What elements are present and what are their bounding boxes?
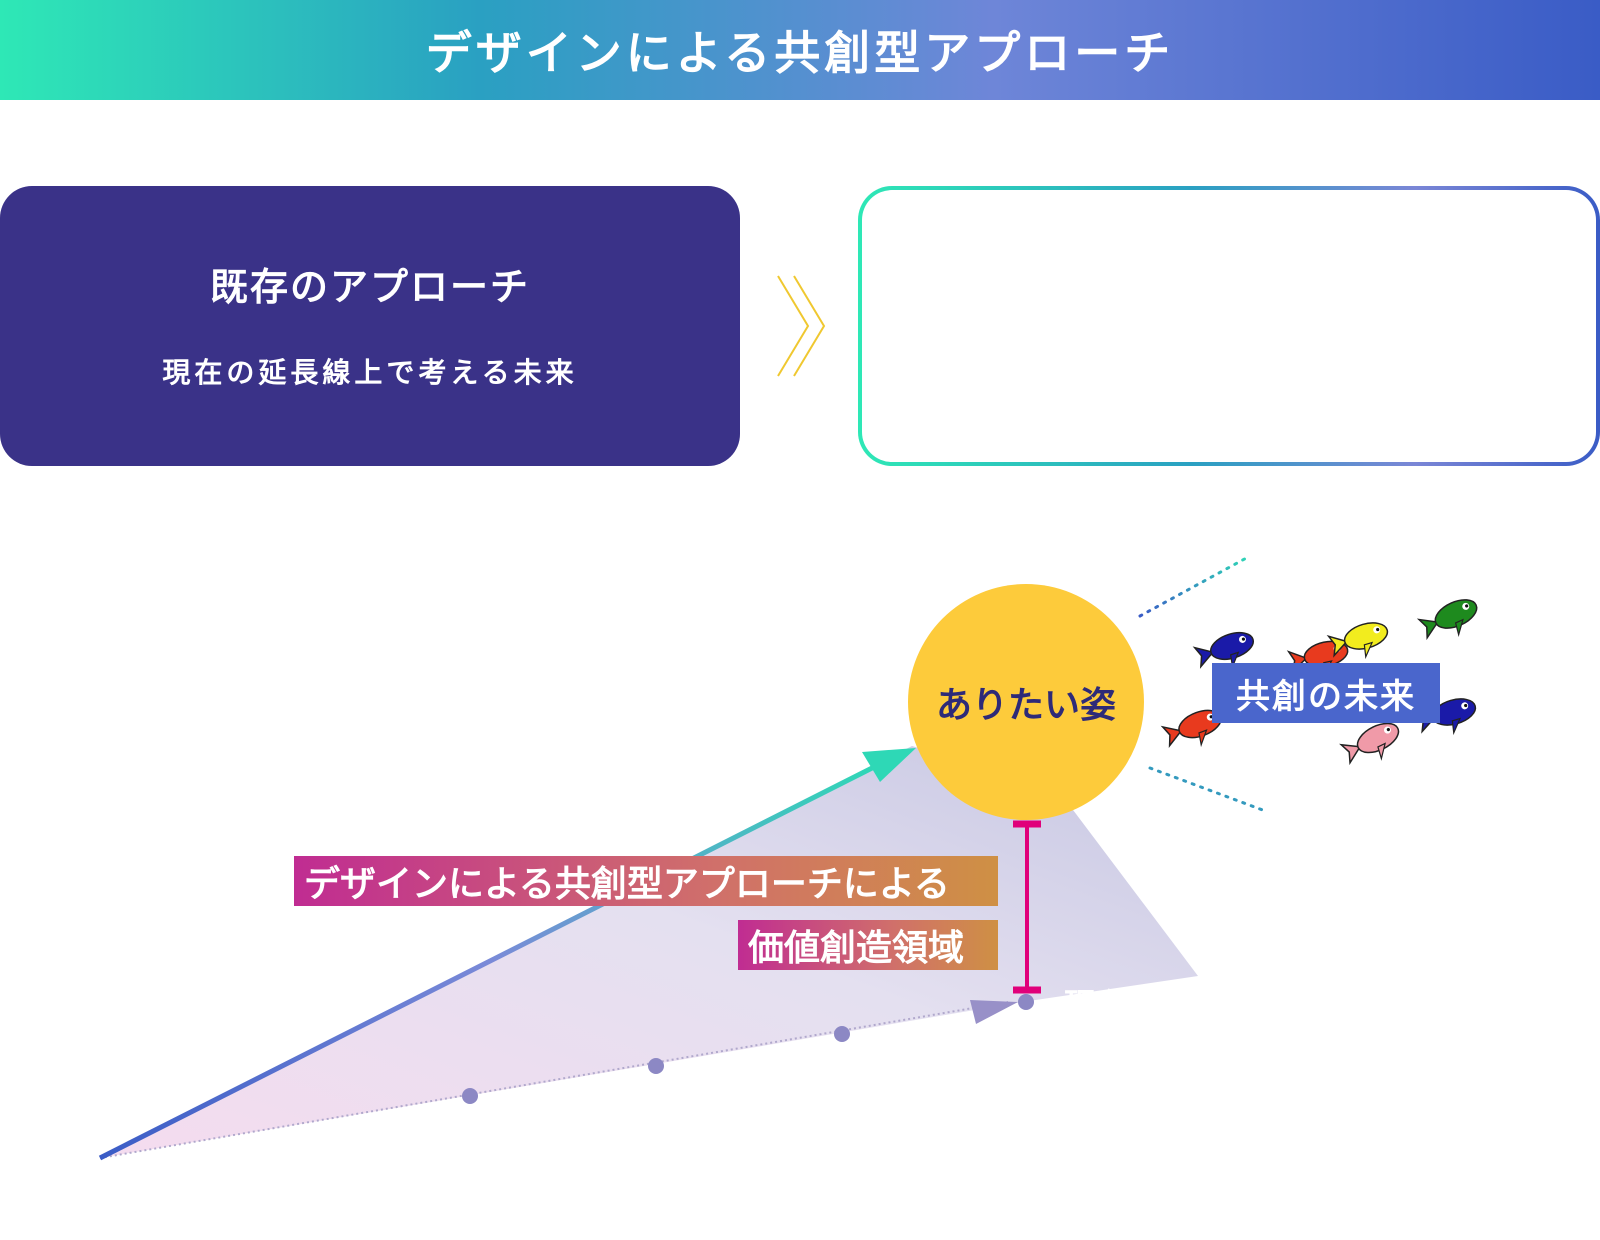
fish-red-2-icon: [1160, 709, 1222, 748]
fish-green-icon: [1416, 599, 1478, 641]
present-trend-arrowhead: [970, 1000, 1018, 1024]
trend-point: [834, 1026, 850, 1042]
future-ray-lower: [1148, 766, 1270, 814]
double-chevron-icon: [777, 275, 826, 377]
present-point: [1018, 994, 1034, 1010]
cocreation-future-badge: 共創の未来: [1212, 663, 1440, 723]
cocreation-approach-box-inner: [862, 190, 1596, 462]
page-title: デザインによる共創型アプローチ: [425, 26, 1175, 80]
header-banner: デザインによる共創型アプローチ: [0, 0, 1600, 100]
ideal-state-label: ありたい姿: [935, 685, 1116, 726]
cocreation-arrowhead: [862, 748, 916, 782]
value-creation-area: [100, 746, 1198, 1158]
trend-point: [648, 1058, 664, 1074]
existing-approach-subtitle: 現在の延長線上で考える未来: [162, 356, 578, 389]
fish-blue-1-icon: [1192, 631, 1254, 670]
fish-yellow-icon: [1326, 622, 1389, 660]
value-area-label-line1: デザインによる共創型アプローチによる: [294, 856, 998, 906]
cocreation-approach-box: [858, 186, 1600, 466]
fish-school: [1160, 599, 1478, 766]
present-label: 現在: [1064, 986, 1129, 1024]
trend-point: [462, 1088, 478, 1104]
value-area-label-line2: 価値創造領域: [738, 920, 998, 970]
ideal-state-circle: ありたい姿: [908, 584, 1144, 820]
existing-approach-title: 既存のアプローチ: [209, 265, 530, 309]
cocreation-trend-line: [98, 761, 882, 1161]
fish-pink-icon: [1339, 722, 1400, 766]
future-ray-upper: [1138, 554, 1252, 618]
existing-approach-box: 既存のアプローチ 現在の延長線上で考える未来: [0, 186, 740, 466]
present-trend-line: [99, 1001, 1009, 1159]
